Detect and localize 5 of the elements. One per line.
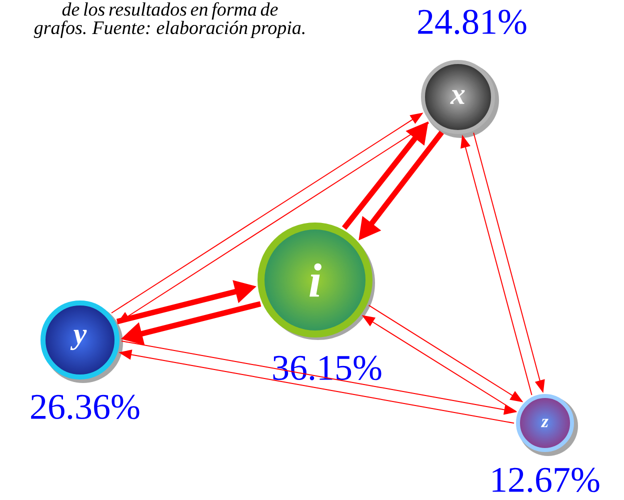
percentage-label: 24.81% xyxy=(418,10,526,34)
caption: de los resultados en forma de grafos. Fuente: elaboración propia. xyxy=(34,2,304,38)
percentage-label: 12.67% xyxy=(492,468,600,492)
percentage-label: 36.15% xyxy=(273,356,382,380)
percentage-label: 26.36% xyxy=(31,394,140,420)
